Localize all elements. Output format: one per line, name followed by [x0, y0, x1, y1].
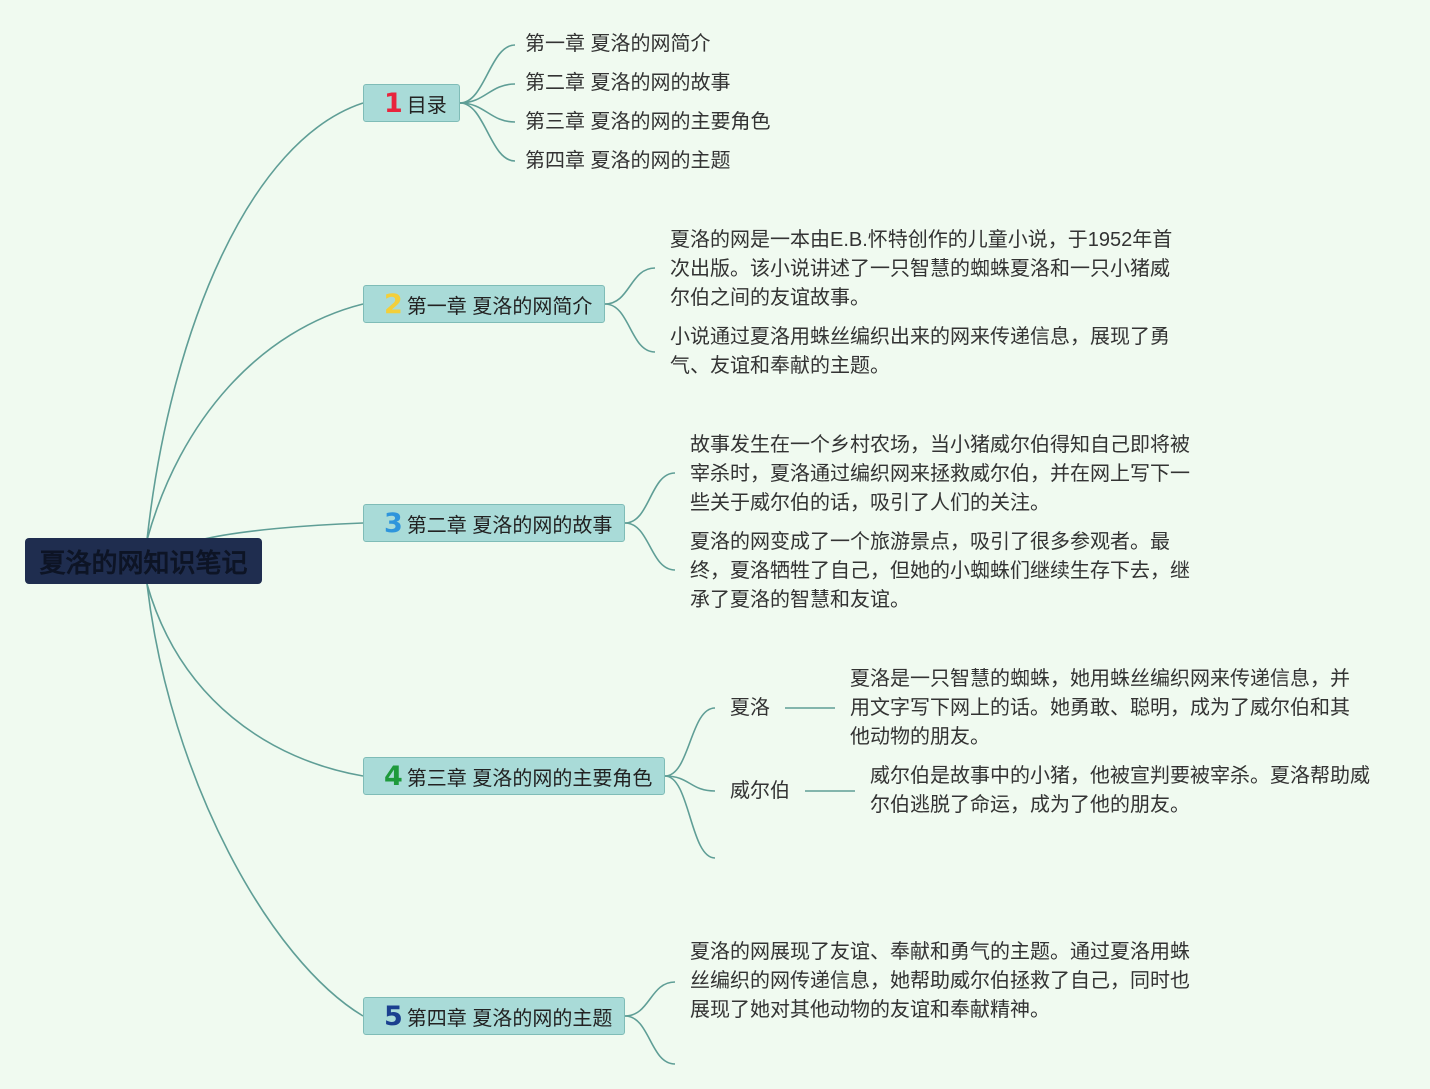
contents-item[interactable]: 第一章 夏洛的网简介 — [525, 33, 711, 55]
branch-chapter-4[interactable]: 5 第四章 夏洛的网的主题 — [363, 997, 625, 1035]
link-b3-p2 — [624, 522, 676, 571]
link-b5-p2 — [624, 1015, 676, 1065]
link-b2-p1 — [604, 267, 656, 305]
link-b2-p2 — [604, 303, 656, 353]
branch-number: 1 — [384, 87, 403, 119]
link-root-b3 — [199, 522, 364, 541]
root-node[interactable]: 夏洛的网知识笔记 — [25, 538, 262, 584]
branch-chapter-1[interactable]: 2 第一章 夏洛的网简介 — [363, 285, 605, 323]
link-b3-p1 — [624, 472, 676, 524]
branch-number: 3 — [384, 507, 403, 539]
branch-number: 5 — [384, 1000, 403, 1032]
chapter-1-paragraph[interactable]: 夏洛的网是一本由E.B.怀特创作的儿童小说，于1952年首次出版。该小说讲述了一… — [670, 229, 1173, 309]
chapter-1-paragraph[interactable]: 小说通过夏洛用蛛丝编织出来的网来传递信息，展现了勇气、友谊和奉献的主题。 — [670, 326, 1170, 377]
link-b4-c2 — [664, 775, 716, 792]
character-name[interactable]: 威尔伯 — [730, 780, 790, 802]
branch-label: 目录 — [406, 94, 447, 117]
link-root-b4 — [146, 583, 364, 777]
link-b1-i1 — [459, 44, 516, 104]
branch-number: 4 — [384, 760, 403, 792]
link-root-b1 — [146, 102, 364, 541]
branch-number: 2 — [384, 288, 403, 320]
branch-label: 第一章 夏洛的网简介 — [406, 295, 593, 318]
branch-chapter-2[interactable]: 3 第二章 夏洛的网的故事 — [363, 504, 625, 542]
branch-chapter-3[interactable]: 4 第三章 夏洛的网的主要角色 — [363, 757, 665, 795]
branch-label: 第二章 夏洛的网的故事 — [406, 514, 613, 537]
link-b4-c1 — [664, 707, 716, 777]
contents-item[interactable]: 第四章 夏洛的网的主题 — [525, 150, 731, 172]
branch-label: 第四章 夏洛的网的主题 — [406, 1007, 613, 1030]
root-title: 夏洛的网知识笔记 — [39, 547, 248, 578]
link-root-b2 — [146, 303, 364, 541]
character-description[interactable]: 夏洛是一只智慧的蜘蛛，她用蛛丝编织网来传递信息，并用文字写下网上的话。她勇敢、聪… — [850, 668, 1350, 748]
branch-label: 第三章 夏洛的网的主要角色 — [406, 767, 653, 790]
chapter-4-paragraph[interactable]: 夏洛的网展现了友谊、奉献和勇气的主题。通过夏洛用蛛丝编织的网传递信息，她帮助威尔… — [690, 941, 1190, 1021]
link-b1-i2 — [459, 83, 516, 104]
contents-item[interactable]: 第二章 夏洛的网的故事 — [525, 72, 731, 94]
character-description[interactable]: 威尔伯是故事中的小猪，他被宣判要被宰杀。夏洛帮助威尔伯逃脱了命运，成为了他的朋友… — [870, 765, 1370, 816]
link-b4-c3 — [664, 775, 716, 859]
contents-item[interactable]: 第三章 夏洛的网的主要角色 — [525, 111, 771, 133]
link-root-b5 — [146, 583, 364, 1017]
link-b1-i4 — [459, 102, 516, 162]
link-b5-p1 — [624, 981, 676, 1017]
chapter-2-paragraph[interactable]: 夏洛的网变成了一个旅游景点，吸引了很多参观者。最终，夏洛牺牲了自己，但她的小蜘蛛… — [690, 531, 1190, 611]
branch-contents[interactable]: 1 目录 — [363, 84, 460, 122]
character-name[interactable]: 夏洛 — [730, 697, 770, 719]
chapter-2-paragraph[interactable]: 故事发生在一个乡村农场，当小猪威尔伯得知自己即将被宰杀时，夏洛通过编织网来拯救威… — [690, 434, 1190, 514]
